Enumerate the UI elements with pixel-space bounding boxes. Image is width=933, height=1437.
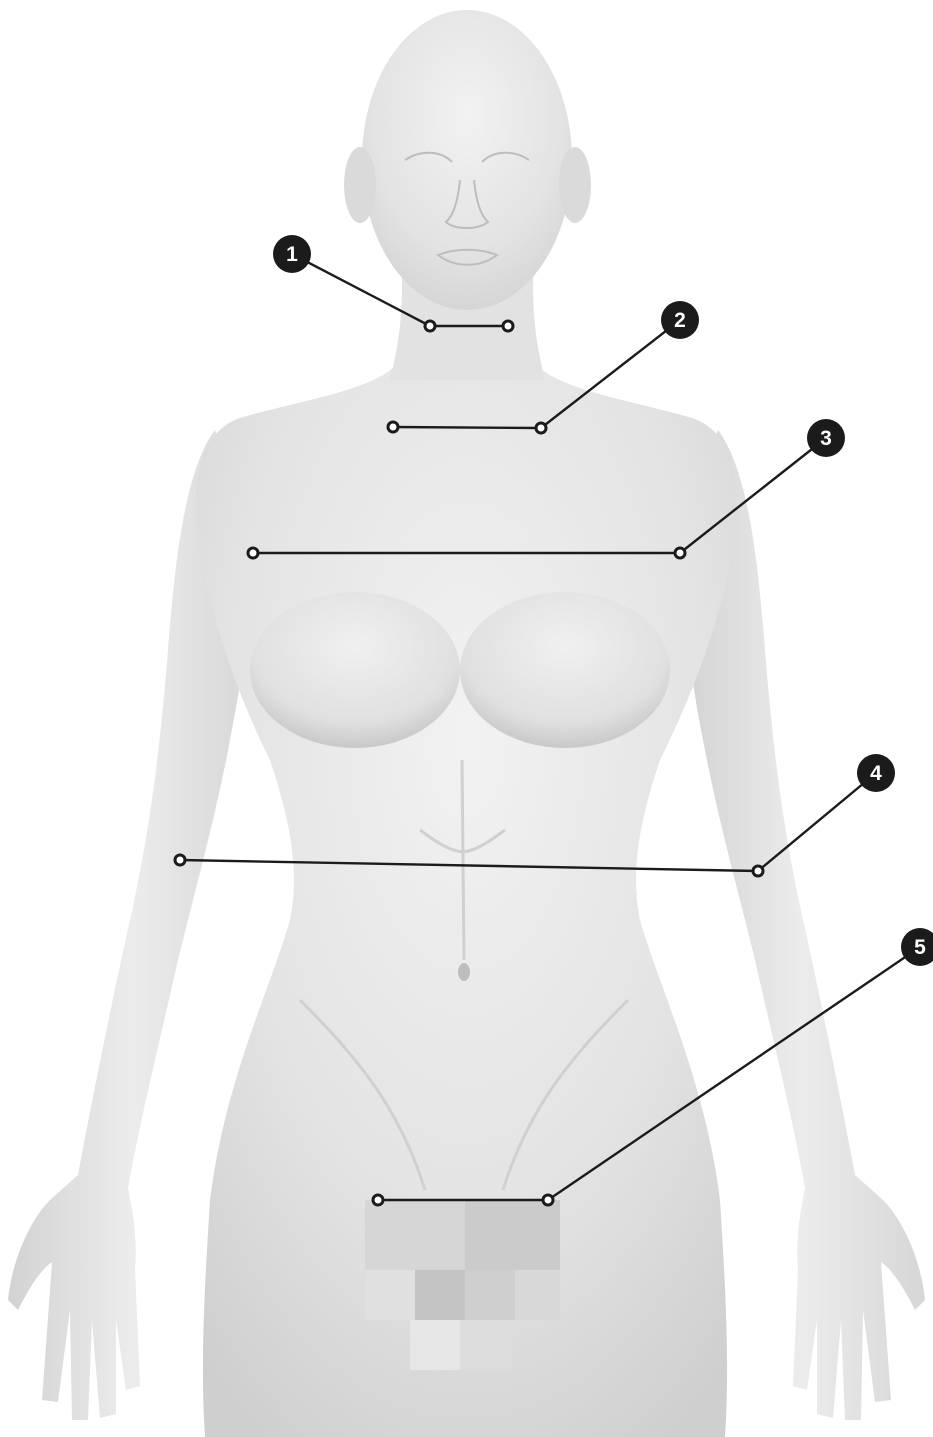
- right-breast: [460, 592, 670, 748]
- hip-badge-label: 5: [914, 936, 926, 959]
- collarbone-badge-label: 2: [674, 309, 686, 332]
- neck-endpoint-right: [503, 321, 513, 331]
- navel: [458, 963, 470, 981]
- bust-endpoint-left: [248, 548, 258, 558]
- waist-badge-label: 4: [870, 762, 882, 785]
- collarbone-measure-line: [393, 427, 541, 428]
- collarbone-endpoint-right: [536, 423, 546, 433]
- bust-badge-label: 3: [820, 427, 832, 450]
- body-silhouette: [8, 10, 925, 1437]
- neck-endpoint-left: [425, 321, 435, 331]
- right-ear: [559, 147, 591, 223]
- left-breast: [250, 592, 460, 748]
- neck-badge-label: 1: [286, 243, 298, 266]
- bust-endpoint-right: [675, 548, 685, 558]
- collarbone-endpoint-left: [388, 422, 398, 432]
- left-ear: [344, 147, 376, 223]
- waist-endpoint-right: [753, 866, 763, 876]
- waist-endpoint-left: [175, 855, 185, 865]
- hip-endpoint-left: [373, 1195, 383, 1205]
- hip-endpoint-right: [543, 1195, 553, 1205]
